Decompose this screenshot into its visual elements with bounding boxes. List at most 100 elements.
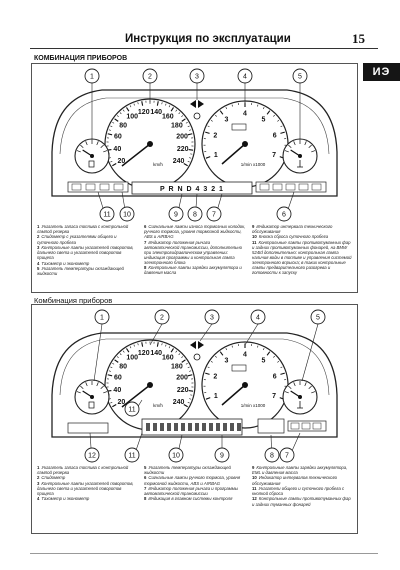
callout-7-circle [279,447,295,463]
fuel-gauge-hub [90,154,94,158]
battery-oil-lamp-box [257,418,285,434]
callout-4-number: 4 [256,315,260,322]
temp-gauge-hub [298,154,302,158]
speedometer-tick [181,359,186,363]
tachometer-tick [231,345,233,348]
fuel-gauge-tick [85,141,88,146]
speedometer-tick [187,374,193,377]
speedometer-label: 80 [119,122,127,129]
tachometer-tick [257,345,259,348]
speedometer-tick [187,133,193,136]
tachometer-label: 6 [273,374,277,381]
caption-number: 1 [37,465,40,470]
service-interval-led [188,423,192,431]
speedometer-tick [110,125,113,128]
callout-10-circle [119,206,135,222]
speedometer-tick [108,129,111,131]
fuel-pump-icon [88,160,95,168]
speedometer-tick [116,115,119,118]
speedometer-tick [161,102,163,105]
tachometer-tick [266,351,271,356]
callout-3-leader [199,323,213,342]
callout-5-circle [292,68,308,84]
tachometer-needle [221,143,246,165]
callout-8-number: 8 [193,212,197,219]
fog-lamp-indicator-strip [67,181,129,193]
callout-4-circle [237,68,253,84]
speedometer-label: 20 [118,158,126,165]
tachometer-label: 5 [262,358,266,365]
thermometer-icon [297,401,303,409]
caption-number: 10 [252,234,257,240]
service-interval-led [146,423,150,431]
speedometer-tick [141,101,144,106]
speedometer-label: 120 [138,350,150,357]
speedometer-tick [175,109,178,112]
caption-text: Индикатор интервалов технического обслуж… [252,475,338,486]
speedometer-tick [165,344,167,347]
section1-title: КОМБИНАЦИЯ ПРИБОРОВ [34,55,128,62]
service-interval-led [160,423,164,431]
caption-text: Контрольные лампы противотуманных фар и … [252,239,352,276]
caption-text: Указатель запаса топлива с контрольной л… [37,465,129,476]
temp-gauge-hub [298,395,302,399]
callout-6-circle [276,206,292,222]
warning-lamp-icon [259,183,270,191]
callout-12-circle [84,447,100,463]
callout-3-circle [189,68,205,84]
speedometer-tick [126,348,130,353]
caption-number: 2 [37,234,40,240]
tachometer-unit: 1/min x1000 [241,403,266,408]
caption-text: Индикатор положения рычага автоматическо… [144,239,243,265]
caption-text: Контрольные лампы противотуманных фар и … [252,496,351,507]
callout-7-number: 7 [285,453,289,460]
tachometer-tick [225,107,228,110]
speedometer-tick [110,401,113,404]
speedometer-label: 100 [126,355,138,362]
service-interval-led [237,423,241,431]
speedometer-tick [175,350,178,353]
callout-1-circle [94,309,110,325]
service-interval-led [209,423,213,431]
temp-gauge-tick [288,385,292,390]
speedometer-label: 40 [113,146,121,153]
tachometer-tick [257,104,259,107]
speedometer-tick [126,107,130,112]
callout-3-number: 3 [195,74,199,81]
caption-number: 7 [144,239,147,245]
speedometer-tick [185,121,188,124]
tachometer-tick [207,125,210,128]
tachometer-tick [231,104,233,107]
callout-1-circle [84,68,100,84]
caption-text: Контрольные лампы указателей поворотов, … [37,244,134,261]
service-interval-led [167,423,171,431]
speedometer-label: 220 [177,146,189,153]
callout-12-number: 12 [88,453,96,460]
caption-number: 12 [252,496,257,502]
callout-9-circle [168,206,184,222]
caption-number: 6 [144,224,147,229]
fuel-gauge-tick [80,144,84,149]
caption-text: Указатели общего и суточного пробега с к… [252,485,345,497]
speedometer-label: 200 [176,375,188,382]
caption-text: Индикатор интервала технического обслужи… [252,224,333,235]
fuel-gauge-tick [96,382,99,387]
caption-text: Сигнальные лампы ручного тормоза, уровня… [144,475,241,486]
caption-number: 4 [37,260,40,266]
tachometer-tick [280,372,285,375]
caption-number: 8 [144,265,147,271]
speedometer-needle [121,384,151,408]
fuel-gauge-tick [76,391,81,394]
callout-8-circle [187,206,203,222]
speedometer-label: 140 [150,109,162,116]
